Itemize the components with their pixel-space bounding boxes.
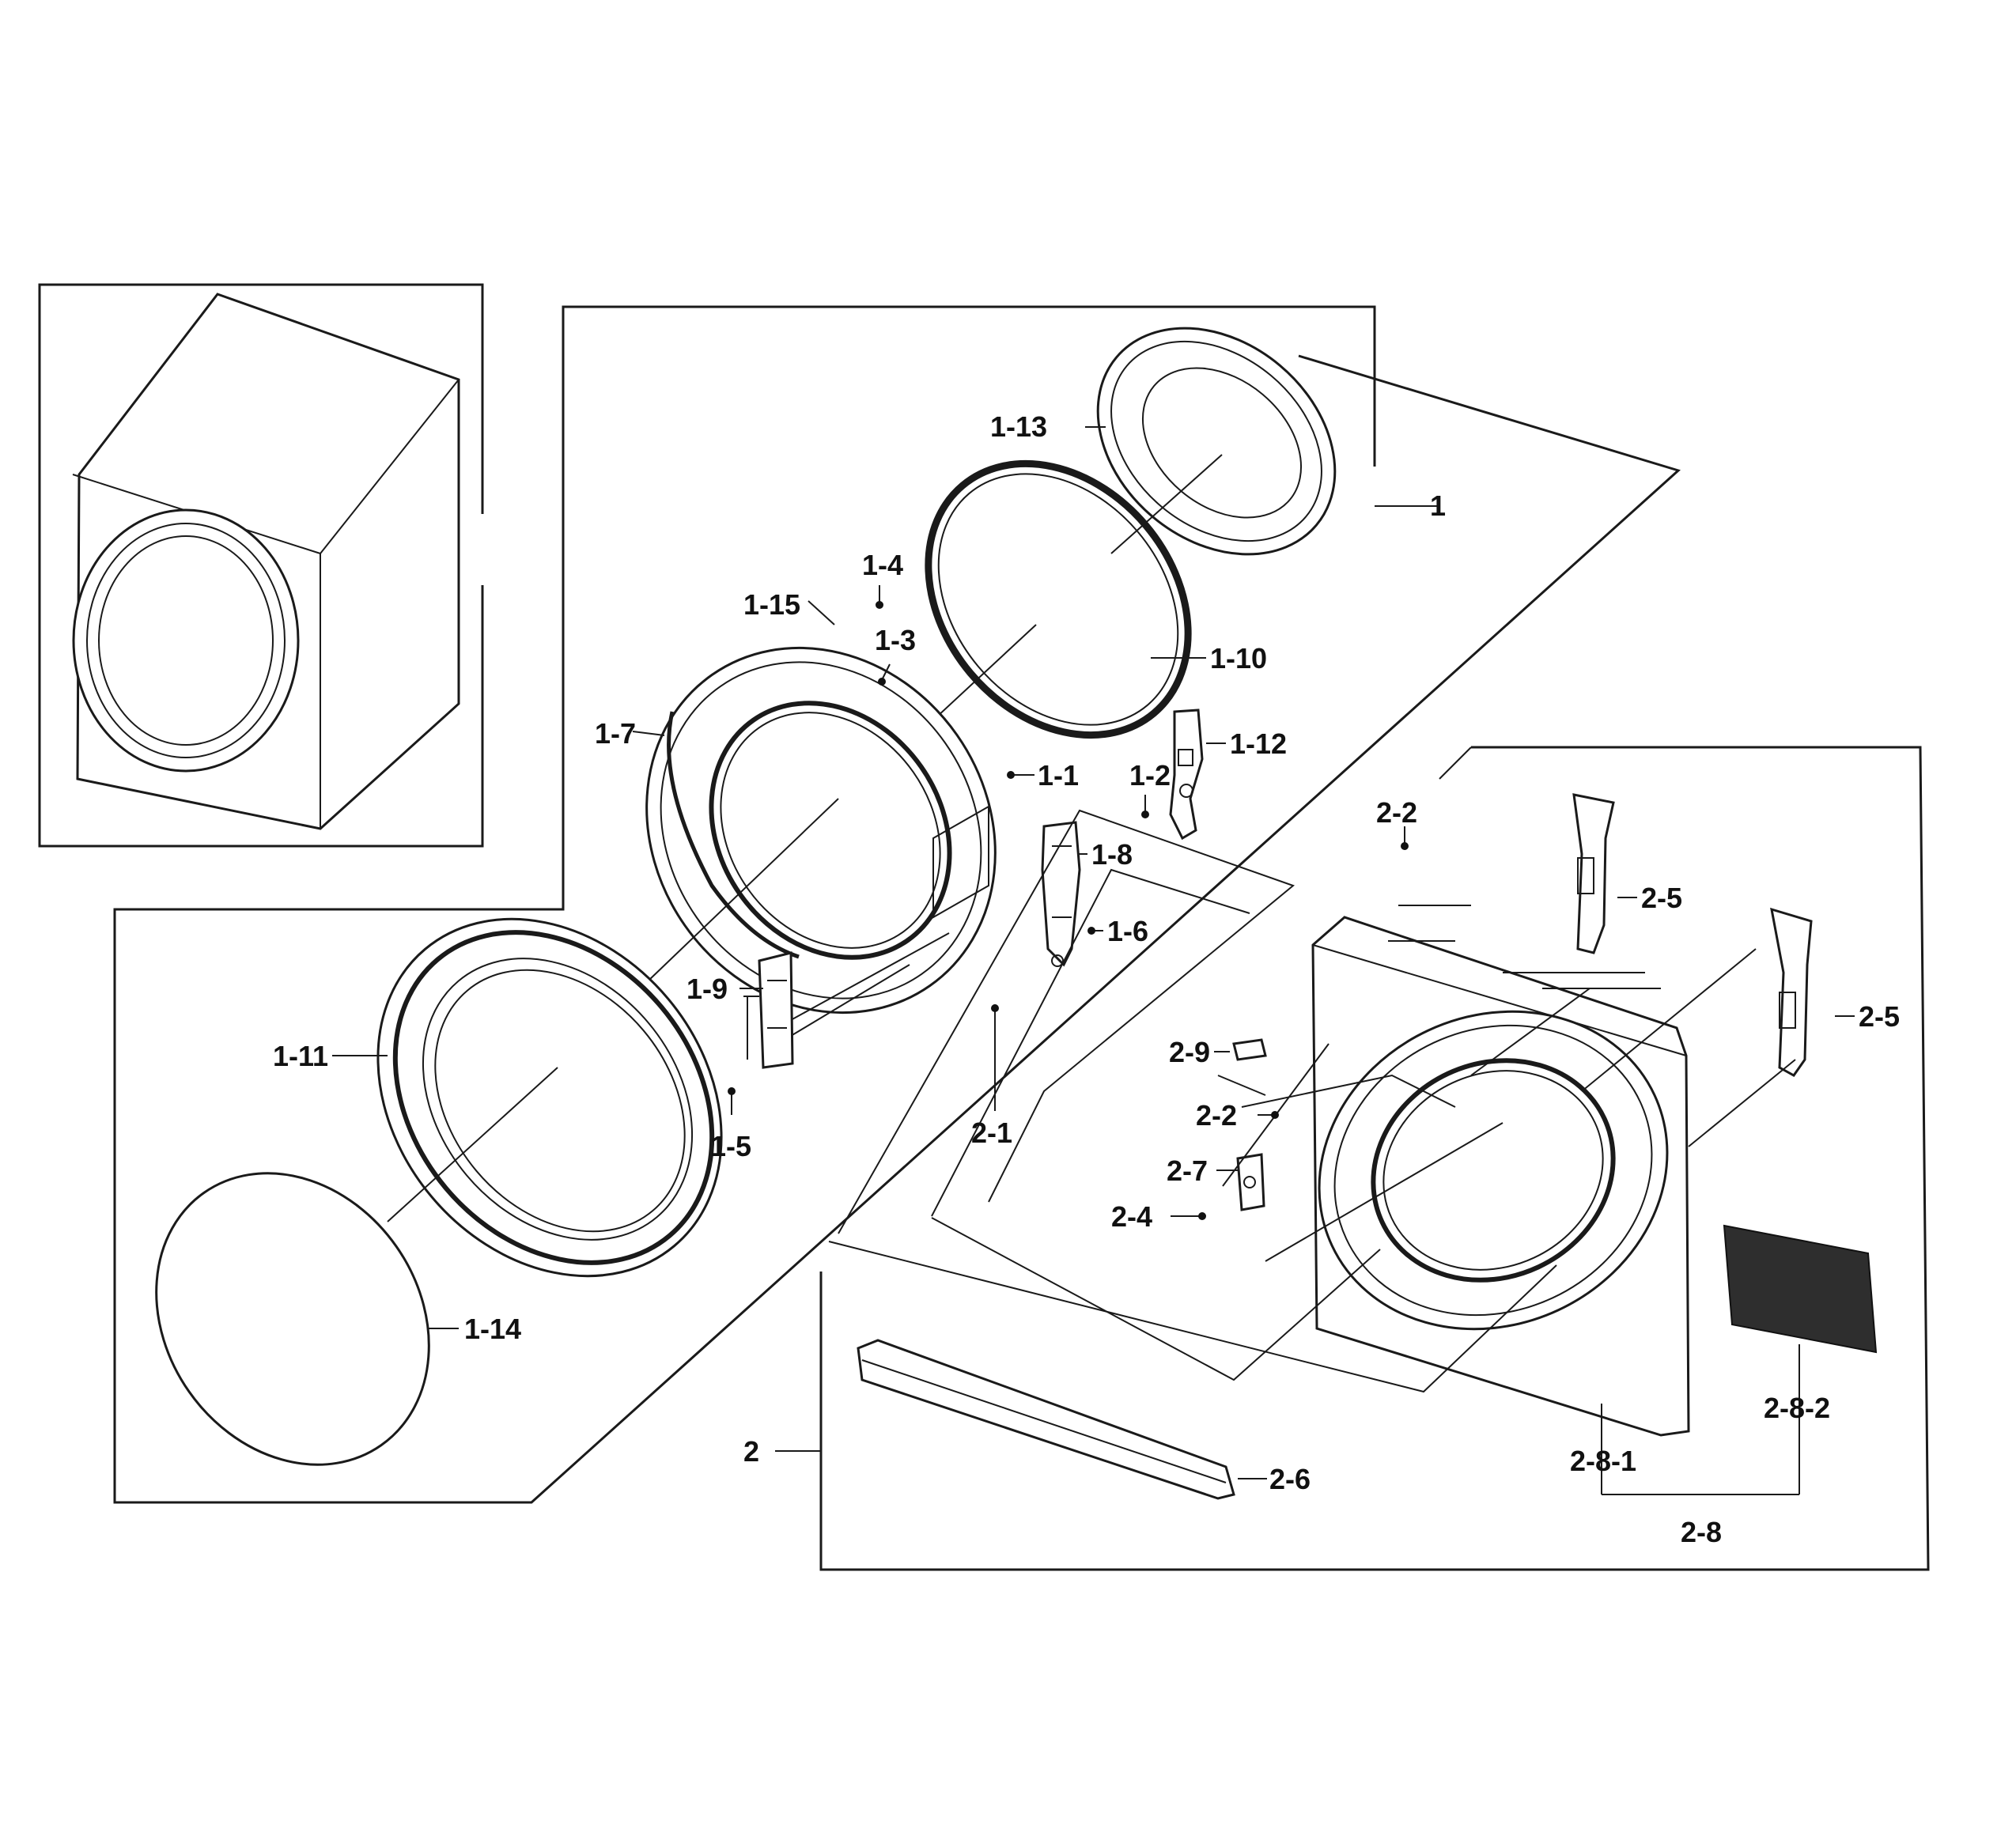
part-1-12-hinge-plate xyxy=(1169,709,1204,841)
part-labels: 1 1-13 1-10 1-12 1-1 1-2 1-4 1-15 1-3 1-… xyxy=(273,410,1900,1548)
part-2-5-bracket-right xyxy=(1770,907,1813,1077)
part-1-11-outer-door xyxy=(376,917,723,1278)
group-2-outline xyxy=(775,746,1930,1571)
label-1-5: 1-5 xyxy=(710,1130,751,1162)
label-2-8-2: 2-8-2 xyxy=(1764,1392,1830,1424)
label-2: 2 xyxy=(743,1435,759,1468)
label-2-1: 2-1 xyxy=(971,1117,1012,1149)
label-2-7: 2-7 xyxy=(1167,1154,1208,1187)
label-1-1: 1-1 xyxy=(1038,759,1079,792)
label-1: 1 xyxy=(1430,489,1446,522)
label-2-5-right: 2-5 xyxy=(1859,1000,1900,1033)
assembly-guide-lines xyxy=(828,809,1796,1393)
label-1-9: 1-9 xyxy=(686,973,728,1005)
label-2-2-mid: 2-2 xyxy=(1196,1099,1237,1132)
label-1-11: 1-11 xyxy=(273,1040,328,1072)
part-2-7-switch xyxy=(1236,1153,1265,1211)
label-1-3: 1-3 xyxy=(875,624,916,656)
part-1-13-door-glass-ring xyxy=(1096,327,1337,556)
label-1-2: 1-2 xyxy=(1129,759,1171,792)
label-2-8: 2-8 xyxy=(1681,1516,1722,1548)
label-1-13: 1-13 xyxy=(990,410,1047,443)
label-1-4: 1-4 xyxy=(862,549,903,581)
label-1-8: 1-8 xyxy=(1091,838,1133,871)
label-2-9: 2-9 xyxy=(1169,1036,1210,1068)
label-1-12: 1-12 xyxy=(1230,727,1287,760)
label-2-5-top: 2-5 xyxy=(1641,882,1682,914)
label-1-14: 1-14 xyxy=(464,1313,521,1345)
part-1-9-latch xyxy=(743,951,794,1069)
label-2-6: 2-6 xyxy=(1269,1463,1311,1495)
part-1-7-door-frame xyxy=(645,646,997,1037)
part-1-14-door-glass xyxy=(155,1172,430,1466)
label-2-8-1: 2-8-1 xyxy=(1570,1445,1636,1477)
label-1-15: 1-15 xyxy=(743,588,800,621)
part-2-front-panel xyxy=(1265,916,1690,1437)
label-1-7: 1-7 xyxy=(595,717,636,750)
label-1-10: 1-10 xyxy=(1210,642,1267,674)
group-1-outline xyxy=(113,305,1681,1504)
part-2-6-kick-plate xyxy=(857,1339,1235,1500)
label-1-6: 1-6 xyxy=(1107,915,1148,947)
label-2-4: 2-4 xyxy=(1111,1200,1152,1233)
part-1-10-gasket xyxy=(925,459,1192,739)
label-2-2-top: 2-2 xyxy=(1376,796,1417,829)
leader-lines xyxy=(332,426,1855,1495)
part-2-9-clip xyxy=(1232,1038,1267,1061)
part-2-5-bracket-top xyxy=(1572,793,1615,954)
assembled-dryer-inset xyxy=(38,283,484,848)
part-2-8-2-mesh xyxy=(1723,1224,1878,1354)
